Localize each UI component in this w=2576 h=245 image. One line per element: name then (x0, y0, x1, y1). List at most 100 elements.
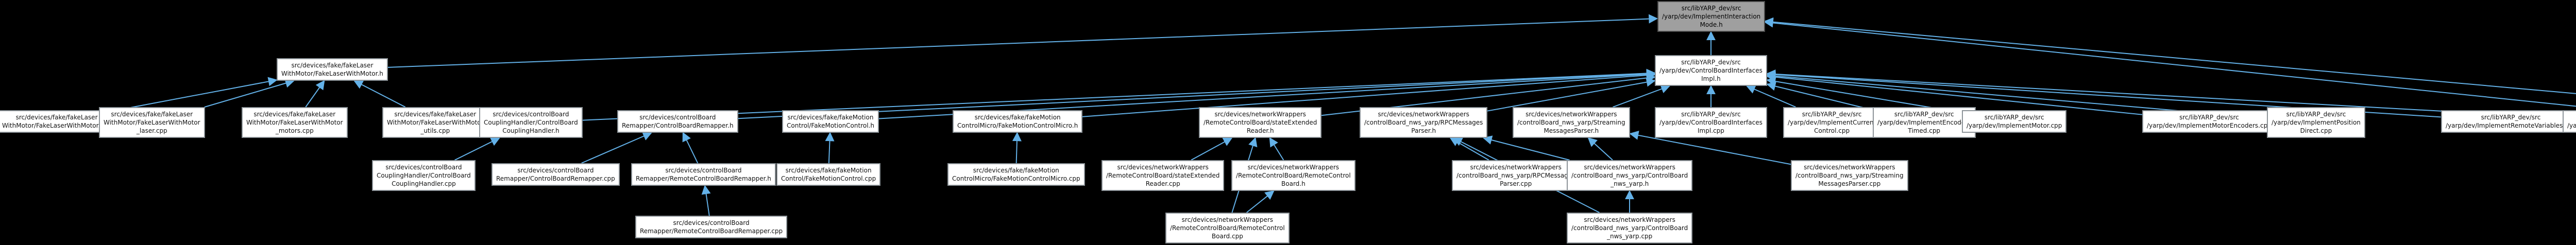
graph-node-label-line: src/devices/controlBoard (639, 114, 716, 121)
graph-node-label-line: _nws_yarp.cpp (1606, 233, 1653, 240)
graph-node-rcb-h[interactable]: src/devices/networkWrappers/RemoteContro… (1231, 160, 1355, 191)
graph-node-cbnws-h[interactable]: src/devices/networkWrappers/controlBoard… (1567, 160, 1693, 191)
graph-node-label-line: /controlBoard_nws_yarp/ControlBoard (1571, 224, 1688, 232)
graph-edge-fmc-cpp-to-fmc-h (825, 132, 835, 164)
graph-node-root-iim-h[interactable]: src/libYARP_dev/src/yarp/dev/ImplementIn… (1657, 1, 1766, 32)
graph-node-label-line: ControlMicro/FakeMotionControlMicro.cpp (952, 175, 1080, 182)
graph-node-label-line: src/libYARP_dev/src (1894, 111, 1954, 118)
graph-node-label-line: src/devices/networkWrappers (1526, 111, 1617, 118)
graph-node-ime-cpp[interactable]: src/libYARP_dev/src/yarp/dev/ImplementMo… (2142, 110, 2276, 133)
graph-node-label-line: /yarp/dev/ImplementEncoders (1877, 119, 1971, 126)
graph-node-label-line: src/devices/controlBoard (673, 219, 750, 226)
graph-edge-flwm-motors-cpp-to-flwm-h (305, 80, 325, 108)
graph-node-label-line: /yarp/dev/ImplementTorqueControl.cpp (2567, 122, 2576, 129)
graph-edge-cbr-cpp-to-cbr-h (581, 132, 653, 164)
graph-node-label-line: src/devices/fake/fakeMotion (785, 167, 872, 174)
graph-node-label-line: /RemoteControlBoard/stateExtended (1106, 172, 1220, 179)
graph-edge-rcb-h-to-ser-h (1269, 137, 1284, 161)
graph-node-rcb-cpp[interactable]: src/devices/networkWrappers/RemoteContro… (1165, 213, 1290, 243)
graph-edge-rcbr-cpp-to-rcbr-h (701, 185, 711, 216)
graph-edge-smp-h-to-cbii-h (1613, 84, 1671, 108)
graph-node-itc-cpp[interactable]: src/libYARP_dev/src/yarp/dev/ImplementTo… (2563, 110, 2576, 133)
graph-node-im-cpp[interactable]: src/libYARP_dev/src/yarp/dev/ImplementMo… (1962, 110, 2067, 133)
graph-node-label-line: WithMotor/FakeLaserWithMotor.h (281, 70, 383, 77)
graph-node-label-line: src/devices/networkWrappers (1470, 164, 1562, 171)
graph-edge-cbch-h-to-cbii-h (582, 68, 1656, 121)
graph-node-label-line: Reader.h (1246, 127, 1274, 134)
graph-edge-cbnws-h-to-smp-h (1587, 137, 1613, 161)
graph-node-cbnws-cpp[interactable]: src/devices/networkWrappers/controlBoard… (1567, 213, 1693, 243)
graph-node-label-line: src/devices/controlBoard (385, 164, 462, 171)
graph-node-label-line: src/devices/fake/fakeMotion (787, 114, 874, 121)
graph-edge-all-h-to-root-iim-h (1764, 18, 2576, 107)
graph-node-rpcp-h[interactable]: src/devices/networkWrappers/controlBoard… (1360, 107, 1488, 138)
graph-edge-rpcp-h-to-cbii-h (1487, 77, 1656, 112)
graph-node-label-line: _motors.cpp (275, 127, 314, 134)
graph-node-label-line: Remapper/ControlBoardRemapper.cpp (496, 175, 615, 182)
graph-node-ser-h[interactable]: src/devices/networkWrappers/RemoteContro… (1199, 107, 1322, 138)
graph-node-label-line: src/devices/fake/fakeMotion (973, 167, 1059, 174)
graph-node-label-line: src/devices/fake/fakeLaser (111, 111, 193, 118)
graph-node-rpcp-cpp[interactable]: src/devices/networkWrappers/controlBoard… (1452, 160, 1580, 191)
graph-node-label-line: Impl.h (1701, 75, 1721, 82)
graph-node-smp-cpp[interactable]: src/devices/networkWrappers/controlBoard… (1791, 160, 1908, 191)
graph-node-label-line: CouplingHandler.h (502, 127, 560, 134)
graph-node-label-line: src/devices/networkWrappers (1214, 111, 1306, 118)
graph-edge-smp-cpp-to-smp-h (1629, 130, 1791, 165)
graph-node-label-line: src/devices/fake/fakeMotion (974, 114, 1061, 121)
graph-edge-cbch-cpp-to-cbch-h (454, 137, 501, 161)
graph-node-label-line: src/devices/fake/fakeLaser (15, 114, 98, 121)
graph-node-label-line: src/devices/networkWrappers (1584, 216, 1675, 223)
graph-node-cbii-cpp[interactable]: src/libYARP_dev/src/yarp/dev/ControlBoar… (1655, 107, 1767, 138)
graph-node-label-line: /controlBoard_nws_yarp/ControlBoard (1571, 172, 1688, 179)
graph-node-icc-cpp[interactable]: src/libYARP_dev/src/yarp/dev/ImplementCu… (1783, 107, 1881, 138)
graph-node-smp-h[interactable]: src/devices/networkWrappers/controlBoard… (1513, 107, 1630, 138)
graph-node-label-line: /RemoteControlBoard/stateExtended (1204, 119, 1317, 126)
graph-node-label-line: Remapper/RemoteControlBoardRemapper.cpp (640, 227, 783, 235)
graph-edge-ime-cpp-to-cbii-h (1766, 72, 2143, 115)
graph-edge-rcb-cpp-to-rcb-h (1246, 190, 1275, 213)
graph-node-label-line: src/devices/networkWrappers (1181, 216, 1274, 223)
graph-node-label-line: Remapper/RemoteControlBoardRemapper.h (636, 175, 771, 182)
graph-node-label-line: MessagesParser.h (1544, 127, 1599, 134)
graph-node-label-line: CouplingHandler.cpp (392, 180, 456, 187)
graph-edge-flwm-utils-cpp-to-flwm-h (353, 80, 406, 108)
graph-node-label-line: src/devices/networkWrappers (1584, 164, 1675, 171)
graph-node-irv-cpp[interactable]: src/libYARP_dev/src/yarp/dev/ImplementRe… (2441, 110, 2576, 133)
graph-node-label-line: /yarp/dev/ControlBoardInterfaces (1659, 67, 1762, 74)
graph-edge-itc-cpp-to-cbii-h (1766, 69, 2563, 118)
graph-node-label-line: /yarp/dev/ImplementInteraction (1662, 13, 1761, 20)
graph-node-label-line: src/devices/networkWrappers (1247, 164, 1340, 171)
graph-node-cbii-h[interactable]: src/libYARP_dev/src/yarp/dev/ControlBoar… (1655, 55, 1767, 86)
graph-node-label-line: src/devices/controlBoard (665, 167, 742, 174)
graph-node-ipd-cpp[interactable]: src/libYARP_dev/src/yarp/dev/ImplementPo… (2267, 107, 2365, 138)
graph-node-label-line: /yarp/dev/ImplementCurrent (1788, 119, 1876, 126)
graph-node-label-line: /yarp/dev/ImplementPosition (2272, 119, 2361, 126)
graph-node-label-line: src/devices/networkWrappers (1378, 111, 1469, 118)
graph-edge-iim-cpp-to-root-iim-h (1764, 17, 2576, 94)
graph-node-iet-cpp[interactable]: src/libYARP_dev/src/yarp/dev/ImplementEn… (1873, 107, 1976, 138)
graph-node-label-line: Parser.cpp (1500, 180, 1532, 187)
graph-node-ser-cpp[interactable]: src/devices/networkWrappers/RemoteContro… (1101, 160, 1225, 191)
graph-node-label-line: /yarp/dev/ControlBoardInterfaces (1659, 119, 1762, 126)
graph-node-label-line: Mode.h (1700, 21, 1723, 28)
graph-node-label-line: src/libYARP_dev/src (2481, 114, 2541, 121)
graph-edge-cbnws-h-to-rpcp-h (1482, 135, 1570, 161)
graph-node-label-line: src/libYARP_dev/src (2286, 111, 2346, 118)
graph-edge-rcbr-h-to-cbr-h (682, 132, 699, 164)
